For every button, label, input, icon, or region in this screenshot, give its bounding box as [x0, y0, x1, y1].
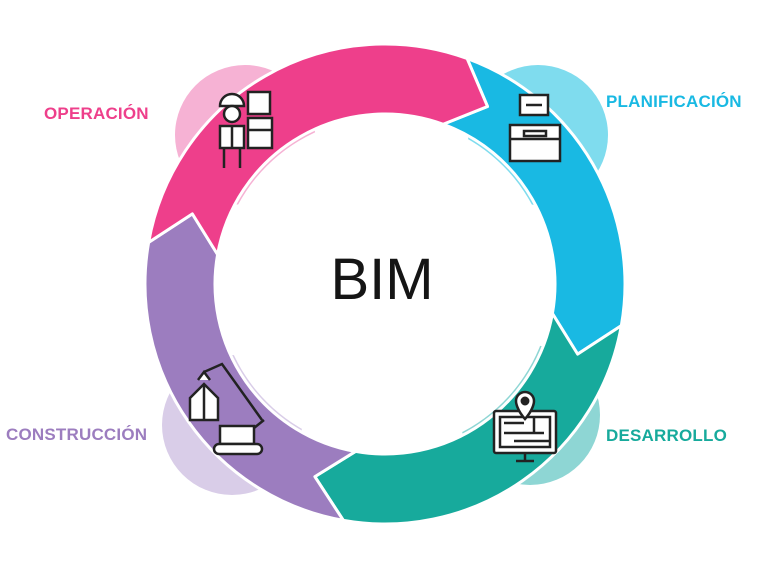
center-disk — [218, 117, 552, 451]
stage-label-planificacion: PLANIFICACIÓN — [606, 92, 742, 111]
cycle-ring — [143, 42, 627, 526]
stage-label-desarrollo: DESARROLLO — [606, 426, 727, 445]
crane-icon — [188, 362, 265, 456]
center-title: BIM — [330, 247, 434, 312]
stage-label-construccion: CONSTRUCCIÓN — [6, 425, 148, 444]
ring-segment-operacion — [147, 42, 489, 256]
stage-label-operacion: OPERACIÓN — [44, 104, 149, 123]
worker-icon — [218, 90, 274, 168]
boxes-icon — [508, 93, 562, 163]
map-monitor-icon — [492, 390, 558, 463]
